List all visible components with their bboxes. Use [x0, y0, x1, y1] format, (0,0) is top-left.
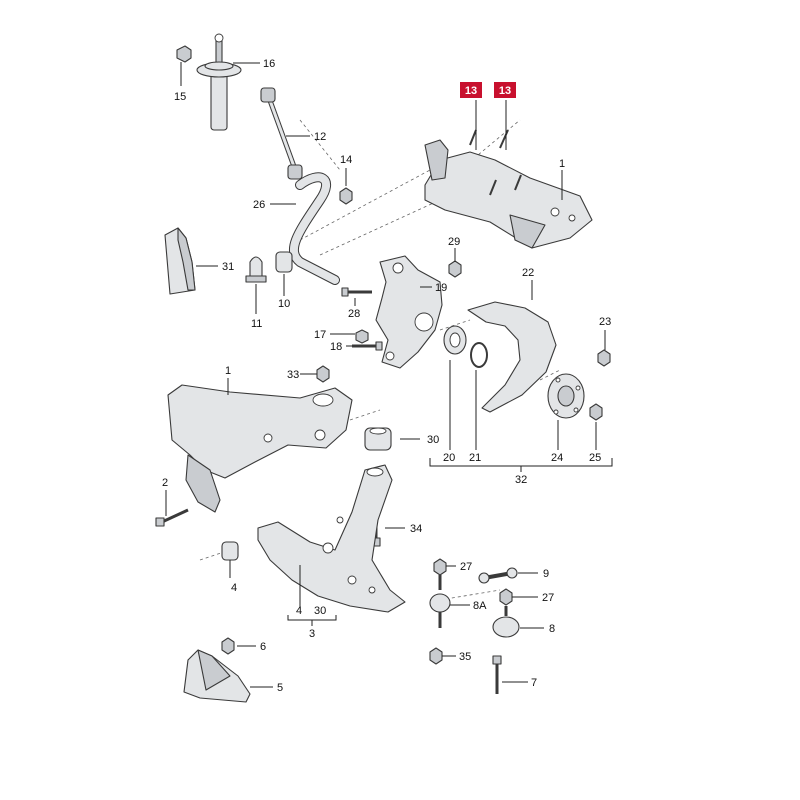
label-6: 6 — [260, 641, 266, 653]
control-arm-bushing — [364, 427, 392, 451]
part-13-badge-left: 13 — [460, 82, 482, 98]
ball-joint-nut-lower — [429, 647, 443, 665]
leader-lines — [165, 62, 613, 688]
ball-joint-8 — [492, 606, 520, 638]
label-21: 21 — [469, 452, 481, 464]
bolt-18 — [352, 341, 383, 351]
bolt-17 — [355, 329, 369, 344]
control-arm — [257, 464, 406, 613]
wheel-bearing — [443, 325, 467, 355]
label-29: 29 — [448, 236, 460, 248]
label-14: 14 — [340, 154, 352, 166]
strut-nut — [176, 45, 192, 63]
ball-joint-8a — [429, 575, 451, 628]
label-31: 31 — [222, 261, 234, 273]
label-18: 18 — [330, 341, 342, 353]
label-19: 19 — [435, 282, 447, 294]
label-10: 10 — [278, 298, 290, 310]
label-20: 20 — [443, 452, 455, 464]
label-16: 16 — [263, 58, 275, 70]
splash-shield — [467, 301, 557, 413]
subframe-upper — [424, 129, 593, 249]
label-23: 23 — [599, 316, 611, 328]
svg-text:13: 13 — [499, 85, 511, 97]
label-9: 9 — [543, 568, 549, 580]
link-nut — [339, 187, 353, 205]
label-34: 34 — [410, 523, 422, 535]
subframe-bolt — [155, 508, 189, 527]
label-5: 5 — [277, 682, 283, 694]
stabilizer-bushing — [275, 251, 293, 273]
bushing-clamp — [245, 256, 267, 283]
label-17: 17 — [314, 329, 326, 341]
label-15: 15 — [174, 91, 186, 103]
label-27-lower: 27 — [542, 592, 554, 604]
tie-rod-link — [478, 567, 518, 584]
label-30-upper: 30 — [427, 434, 439, 446]
circlip — [470, 342, 488, 368]
label-1-lower: 1 — [225, 365, 231, 377]
callout-labels: 16 15 12 14 26 31 10 11 1 29 22 19 28 17… — [162, 58, 611, 694]
label-33: 33 — [287, 369, 299, 381]
mounting-bracket — [183, 649, 251, 703]
stabilizer-link — [260, 87, 303, 180]
bracket-screw — [221, 637, 235, 655]
knuckle-nut — [448, 260, 462, 278]
label-8a: 8A — [473, 600, 487, 612]
label-3: 3 — [309, 628, 315, 640]
label-27-upper: 27 — [460, 561, 472, 573]
hub-nut — [589, 403, 603, 421]
label-11: 11 — [251, 318, 262, 330]
label-35: 35 — [459, 651, 471, 663]
bolt-28 — [341, 287, 372, 297]
label-24: 24 — [551, 452, 563, 464]
strut-assembly — [196, 33, 242, 131]
label-25: 25 — [589, 452, 601, 464]
subframe-lower — [167, 384, 353, 513]
label-26: 26 — [253, 199, 265, 211]
svg-text:13: 13 — [465, 85, 477, 97]
label-30-arm: 30 — [314, 605, 326, 617]
label-28: 28 — [348, 308, 360, 320]
label-22: 22 — [522, 267, 534, 279]
front-bushing — [221, 541, 239, 561]
cover-panel — [164, 227, 196, 295]
ball-joint-bolt — [492, 655, 502, 694]
part-13-badge-right: 13 — [494, 82, 516, 98]
label-7: 7 — [531, 677, 537, 689]
subframe-nut — [316, 365, 330, 383]
label-32: 32 — [515, 474, 527, 486]
label-1-upper: 1 — [559, 158, 565, 170]
ball-joint-nut-upper — [433, 558, 447, 576]
label-12: 12 — [314, 131, 326, 143]
ball-joint-nut-b — [499, 588, 513, 606]
stabilizer-bar — [289, 172, 340, 285]
label-2: 2 — [162, 477, 168, 489]
label-4-arm: 4 — [296, 605, 302, 617]
label-4-left: 4 — [231, 582, 237, 594]
steering-knuckle — [375, 255, 443, 369]
hub-bolt — [597, 349, 611, 367]
wheel-hub — [547, 373, 585, 419]
label-8: 8 — [549, 623, 555, 635]
